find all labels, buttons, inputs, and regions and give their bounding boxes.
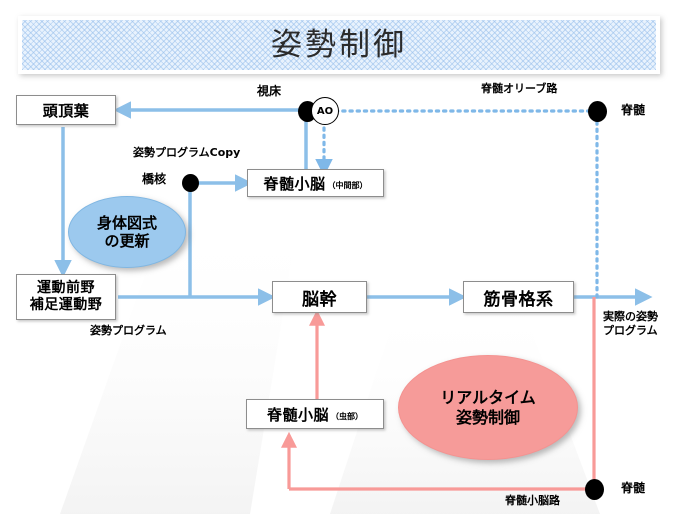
ellipse-label-realtime-line1: リアルタイム — [440, 387, 536, 407]
title-banner: 姿勢制御 — [18, 16, 660, 74]
label-posture-program-copy: 姿勢プログラムCopy — [133, 146, 241, 159]
label-pontine-nuclei: 橋核 — [142, 172, 167, 186]
node-box-musculoskeletal-system[interactable]: 筋骨格系 — [463, 281, 574, 313]
label-spinal-cord-top: 脊髄 — [621, 103, 646, 117]
node-box-brainstem[interactable]: 脳幹 — [272, 281, 367, 313]
node-box-premotor-sma[interactable]: 運動前野 補足運動野 — [16, 274, 116, 320]
node-label-premotor-cortex: 運動前野 — [37, 280, 95, 297]
ao-node-circle[interactable]: AO — [311, 97, 339, 125]
label-spinocerebellar-tract: 脊髄小脳路 — [505, 494, 560, 507]
node-sublabel-intermediate-part: （中間部） — [327, 180, 368, 190]
ellipse-label-body-schema-line1: 身体図式 — [96, 213, 157, 232]
node-box-parietal-lobe[interactable]: 頭頂葉 — [16, 95, 116, 125]
node-label-brainstem: 脳幹 — [302, 289, 337, 310]
node-label-spinocerebellum-vermis: 脊髄小脳 — [266, 405, 329, 424]
label-posture-program: 姿勢プログラム — [90, 324, 167, 337]
ellipse-body-schema-update[interactable]: 身体図式 の更新 — [68, 196, 186, 268]
node-box-spinocerebellum-vermis[interactable]: 脊髄小脳 （虫部） — [246, 399, 384, 429]
ellipse-label-body-schema-line2: の更新 — [104, 232, 150, 250]
node-label-spinocerebellum-intermediate: 脊髄小脳 — [263, 174, 326, 193]
label-spino-olivary-tract: 脊髄オリーブ路 — [481, 82, 558, 95]
node-label-musculoskeletal-system: 筋骨格系 — [483, 289, 554, 310]
ao-node-label: AO — [316, 105, 334, 117]
node-label-supplementary-motor-area: 補足運動野 — [29, 297, 103, 313]
label-actual-posture-program-line2: プログラム — [603, 323, 658, 337]
junction-dot-spinal-cord-top[interactable] — [588, 101, 607, 122]
ellipse-realtime-posture-control[interactable]: リアルタイム 姿勢制御 — [398, 355, 578, 460]
label-actual-posture-program-line1: 実際の姿勢 — [603, 310, 658, 323]
node-label-parietal-lobe: 頭頂葉 — [42, 101, 90, 120]
label-spinal-cord-bottom: 脊髄 — [621, 481, 646, 495]
ellipse-label-realtime-line2: 姿勢制御 — [455, 407, 520, 427]
junction-dot-spinal-cord-bottom[interactable] — [585, 479, 604, 500]
node-box-spinocerebellum-intermediate[interactable]: 脊髄小脳 （中間部） — [247, 169, 384, 197]
label-thalamus: 視床 — [257, 84, 282, 98]
label-actual-posture-program: 実際の姿勢 プログラム — [603, 310, 658, 338]
junction-dot-pontine-nuclei[interactable] — [182, 174, 199, 192]
page-title: 姿勢制御 — [271, 26, 407, 63]
node-sublabel-vermis-part: （虫部） — [331, 411, 363, 421]
